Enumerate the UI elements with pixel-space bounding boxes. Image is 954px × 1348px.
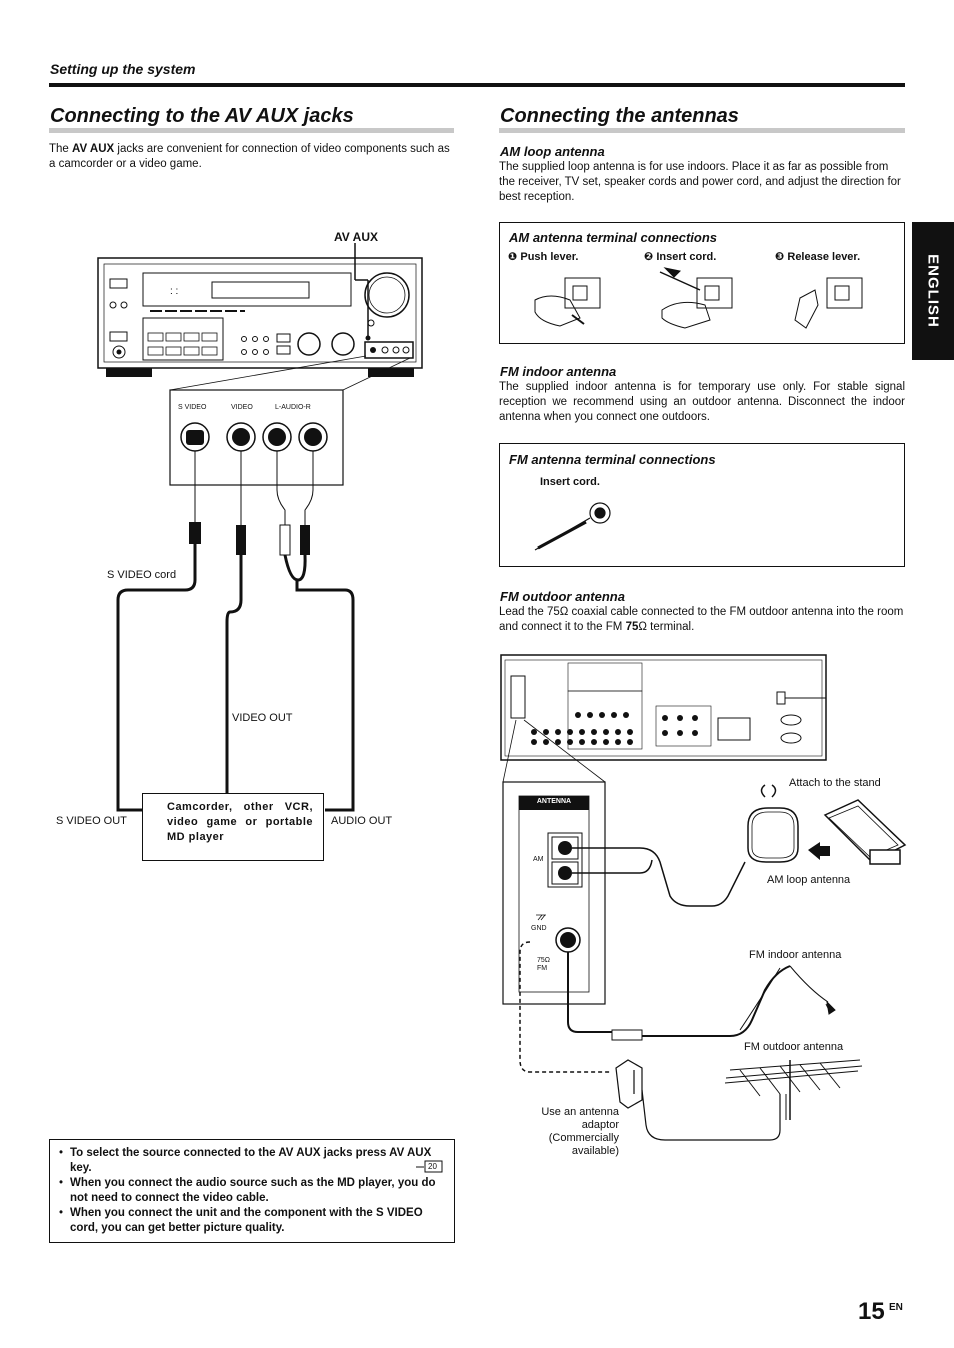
note-text-2: When you connect the audio source such a… — [70, 1177, 436, 1204]
note-item: •When you connect the audio source such … — [59, 1177, 436, 1204]
s-video-cord-label: S VIDEO cord — [107, 569, 177, 581]
right-title-rule — [499, 128, 905, 133]
fm75-label: 75Ω FM — [537, 957, 551, 972]
page-lang: EN — [889, 1302, 903, 1313]
am-terminal-title: AM antenna terminal connections — [509, 230, 718, 245]
am-loop-label: AM loop antenna — [767, 874, 851, 886]
right-title: Connecting the antennas — [500, 105, 739, 127]
fm-outdoor-bold: 75 — [625, 621, 639, 633]
gnd-label: GND — [531, 925, 547, 932]
panel-label-video: VIDEO — [231, 404, 253, 411]
note-page-ref: 20 — [428, 1162, 437, 1171]
notes-list: •To select the source connected to the A… — [54, 1146, 446, 1236]
am-step-2: ❷ Insert cord. — [644, 251, 717, 263]
header-rule — [49, 83, 905, 87]
adaptor-label: Use an antenna adaptor (Commercially ava… — [541, 1106, 619, 1157]
note-text-3: When you connect the unit and the compon… — [70, 1207, 423, 1234]
notes-box: •To select the source connected to the A… — [49, 1139, 455, 1243]
panel-label-audio: L-AUDIO-R — [275, 404, 311, 411]
fm-outdoor-text-2: Ω terminal. — [638, 621, 695, 633]
section-label: Setting up the system — [50, 61, 196, 77]
am-step-1: ❶ Push lever. — [508, 251, 579, 263]
audio-out-label: AUDIO OUT — [331, 815, 393, 827]
left-title: Connecting to the AV AUX jacks — [50, 105, 354, 127]
fm-terminal-title: FM antenna terminal connections — [509, 452, 716, 467]
fm-indoor-heading: FM indoor antenna — [500, 364, 617, 379]
am-step-3: ❸ Release lever. — [775, 251, 861, 263]
am-terminal-label: AM — [533, 856, 544, 863]
fm-outdoor-text: Lead the 75Ω coaxial cable connected to … — [499, 605, 905, 635]
am-text: The supplied loop antenna is for use ind… — [499, 161, 901, 203]
fm-indoor-text: The supplied indoor antenna is for tempo… — [499, 381, 905, 423]
fm-outdoor-heading: FM outdoor antenna — [500, 589, 625, 604]
note-text-1: To select the source connected to the AV… — [70, 1147, 432, 1174]
attach-label: Attach to the stand — [789, 777, 881, 789]
language-tab: ENGLISH — [912, 222, 954, 360]
note-item: •To select the source connected to the A… — [59, 1147, 432, 1174]
left-intro: The AV AUX jacks are convenient for conn… — [49, 142, 455, 172]
s-video-out-label: S VIDEO OUT — [56, 815, 127, 827]
note-item: •When you connect the unit and the compo… — [59, 1207, 423, 1234]
am-heading: AM loop antenna — [500, 144, 605, 159]
intro-text-2: jacks are convenient for connection of v… — [49, 143, 450, 170]
fm-outdoor-text-1: Lead the 75Ω coaxial cable connected to … — [499, 606, 904, 633]
fm-outdoor-label: FM outdoor antenna — [744, 1041, 844, 1053]
panel-label-s-video: S VIDEO — [178, 404, 207, 411]
fm-insert-label: Insert cord. — [540, 476, 600, 488]
device-box-text: Camcorder, other VCR, video game or port… — [167, 801, 313, 843]
svg-text:: :: : : — [170, 286, 178, 297]
left-title-rule — [49, 128, 454, 133]
intro-bold: AV AUX — [72, 143, 115, 155]
page-number: 15 — [858, 1298, 885, 1325]
intro-text-1: The — [49, 143, 73, 155]
antenna-panel-label: ANTENNA — [536, 798, 572, 805]
video-out-label: VIDEO OUT — [232, 712, 293, 724]
device-box: Camcorder, other VCR, video game or port… — [142, 793, 324, 861]
fm-indoor-label: FM indoor antenna — [749, 949, 842, 961]
av-aux-label: AV AUX — [334, 230, 379, 244]
fm-terminal-box: FM antenna terminal connections Insert c… — [499, 443, 905, 567]
am-terminal-box: AM antenna terminal connections ❶ Push l… — [499, 222, 905, 344]
